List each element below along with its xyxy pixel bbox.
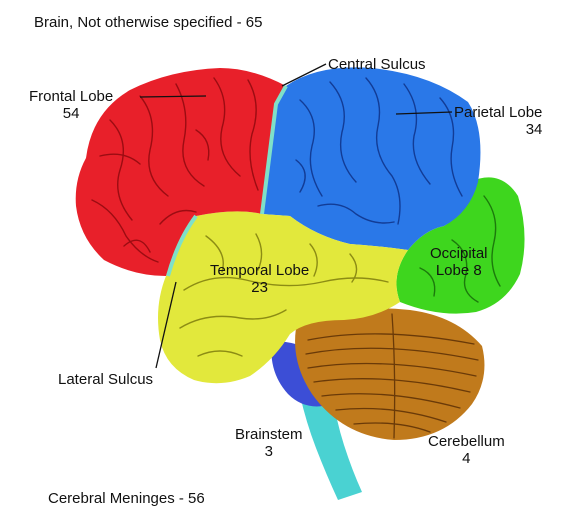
- cerebellum-name: Cerebellum: [428, 433, 505, 450]
- brainstem-label: Brainstem 3: [235, 426, 303, 460]
- brainstem-count: 3: [235, 443, 303, 460]
- cerebellum-count: 4: [428, 450, 505, 467]
- brainstem-name: Brainstem: [235, 426, 303, 443]
- unspecified-label: Brain, Not otherwise specified - 65: [34, 14, 262, 31]
- cerebellum-label: Cerebellum 4: [428, 433, 505, 467]
- parietal-lobe-label: Parietal Lobe 34: [454, 104, 542, 138]
- parietal-lobe-name: Parietal Lobe: [454, 104, 542, 121]
- meninges-label: Cerebral Meninges - 56: [48, 490, 205, 507]
- temporal-lobe-count: 23: [210, 279, 309, 296]
- temporal-lobe-name: Temporal Lobe: [210, 262, 309, 279]
- frontal-lobe-count: 54: [29, 105, 113, 122]
- occipital-lobe-name: Occipital: [430, 245, 488, 262]
- frontal-lobe-label: Frontal Lobe 54: [29, 88, 113, 122]
- temporal-lobe-label: Temporal Lobe 23: [210, 262, 309, 296]
- central-sulcus-label: Central Sulcus: [328, 56, 426, 73]
- occipital-lobe-count: Lobe 8: [430, 262, 488, 279]
- parietal-lobe-count: 34: [454, 121, 542, 138]
- frontal-lobe-name: Frontal Lobe: [29, 88, 113, 105]
- occipital-lobe-label: Occipital Lobe 8: [430, 245, 488, 279]
- lateral-sulcus-label: Lateral Sulcus: [58, 371, 153, 388]
